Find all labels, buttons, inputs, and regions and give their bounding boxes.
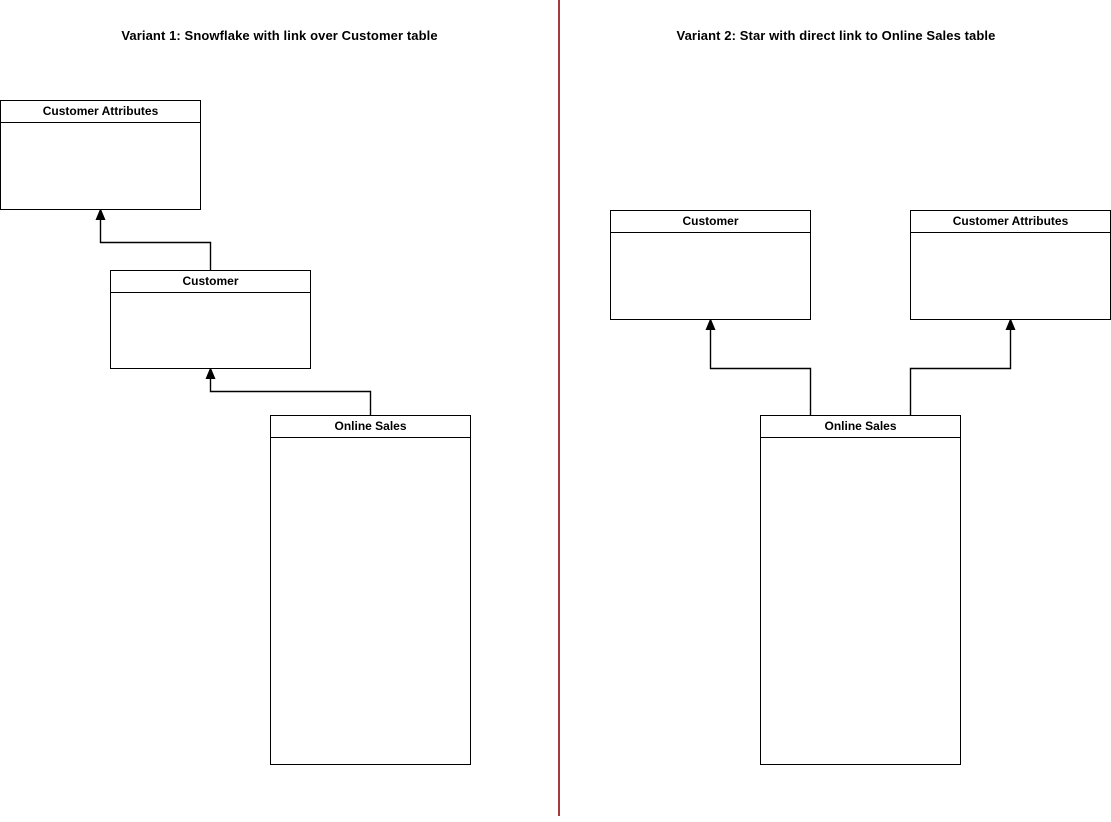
- entity-header-label: Customer Attributes: [911, 211, 1110, 233]
- entity-header-label: Customer Attributes: [1, 101, 200, 123]
- variant-1-title: Variant 1: Snowflake with link over Cust…: [121, 28, 438, 43]
- connector-v2-online-sales-to-customer: [705, 318, 812, 415]
- entity-body: [761, 438, 960, 764]
- entity-body: [111, 293, 310, 368]
- entity-body: [911, 233, 1110, 319]
- entity-header-label: Customer: [611, 211, 810, 233]
- entity-online-sales-v1[interactable]: Online Sales: [270, 415, 471, 765]
- entity-online-sales-v2[interactable]: Online Sales: [760, 415, 961, 765]
- entity-header-label: Online Sales: [271, 416, 470, 438]
- entity-customer-v1[interactable]: Customer: [110, 270, 311, 369]
- variant-2-title: Variant 2: Star with direct link to Onli…: [676, 28, 996, 43]
- entity-header-label: Customer: [111, 271, 310, 293]
- entity-header-label: Online Sales: [761, 416, 960, 438]
- connector-v1-online-sales-to-customer: [205, 367, 372, 415]
- connector-v1-customer-to-customer-attributes: [95, 208, 212, 270]
- panel-divider: [558, 0, 560, 816]
- entity-body: [611, 233, 810, 319]
- entity-body: [1, 123, 200, 209]
- entity-customer-attributes-v1[interactable]: Customer Attributes: [0, 100, 201, 210]
- entity-customer-attributes-v2[interactable]: Customer Attributes: [910, 210, 1111, 320]
- connector-v2-online-sales-to-customer-attributes: [909, 318, 1016, 415]
- entity-body: [271, 438, 470, 764]
- entity-customer-v2[interactable]: Customer: [610, 210, 811, 320]
